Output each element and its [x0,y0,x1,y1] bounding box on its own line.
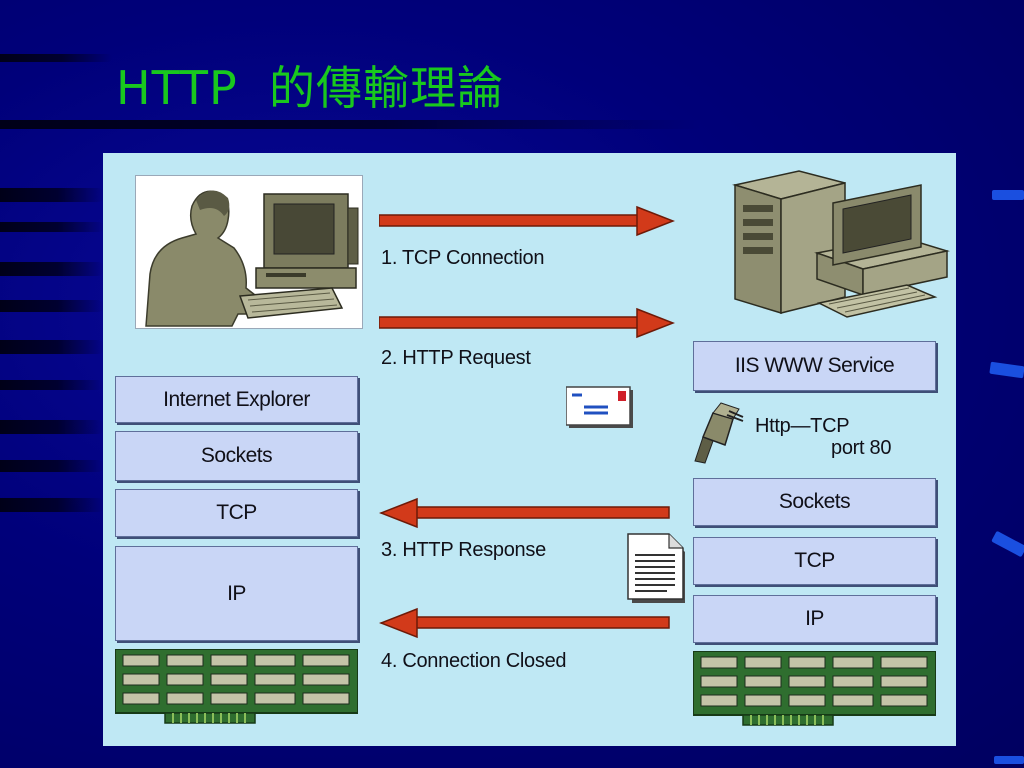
server-layer-tcp: TCP [693,537,936,585]
arrow-connection-closed [379,607,670,639]
http-diagram: Internet Explorer Sockets TCP IP IIS WWW… [103,153,956,746]
client-layer-ip: IP [115,546,358,641]
arrow-http-request [379,307,675,339]
server-layer-ip: IP [693,595,936,643]
decor-tick [989,361,1024,379]
network-plug-icon [691,401,745,465]
port-label-line2: port 80 [831,437,892,459]
step-label-1: 1. TCP Connection [381,247,545,269]
step-label-4: 4. Connection Closed [381,650,567,672]
slide-title: HTTP 的傳輸理論 [116,61,504,115]
network-card-icon [692,650,937,727]
client-layer-browser: Internet Explorer [115,376,358,423]
decor-tick [994,756,1024,764]
server-layer-sockets: Sockets [693,478,936,526]
decor-tick [992,190,1024,200]
server-computer-icon [725,163,955,333]
decor-stripe [0,222,104,232]
step-label-2: 2. HTTP Request [381,347,531,369]
client-layer-tcp: TCP [115,489,358,537]
decor-tick [991,530,1024,558]
arrow-tcp-connection [379,205,675,237]
server-service-box: IIS WWW Service [693,341,936,391]
client-layer-sockets: Sockets [115,431,358,481]
network-card-icon [114,648,359,725]
decor-stripe [0,420,104,434]
decor-stripe [0,120,700,129]
envelope-icon [565,385,638,431]
person-at-computer-icon [135,175,363,329]
step-label-3: 3. HTTP Response [381,539,546,561]
arrow-http-response [379,497,670,529]
port-label-line1: Http—TCP [755,415,850,437]
decor-stripe [0,54,112,62]
decor-stripe [0,498,104,512]
decor-stripe [0,300,104,312]
decor-stripe [0,340,104,354]
decor-stripe [0,380,104,390]
decor-stripe [0,262,104,276]
decor-stripe [0,188,104,202]
decor-stripe [0,460,104,472]
document-icon [627,533,689,605]
